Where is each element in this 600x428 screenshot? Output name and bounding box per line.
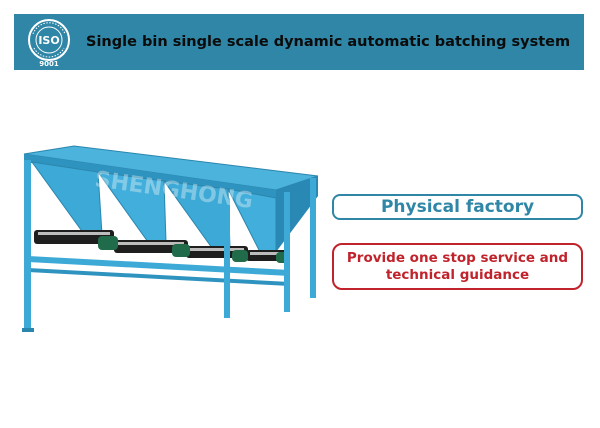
service-guidance-label: Provide one stop service and technical g… bbox=[346, 249, 569, 283]
page-title: Single bin single scale dynamic automati… bbox=[86, 34, 571, 50]
iso-logo-text: ISO bbox=[38, 34, 59, 47]
iso-number-text: 9001 bbox=[39, 60, 59, 67]
header-bar: ISO 9001 Single bin single scale dynamic… bbox=[14, 14, 584, 70]
iso-9001-badge-icon: ISO 9001 bbox=[28, 19, 70, 67]
physical-factory-label: Physical factory bbox=[380, 197, 535, 217]
physical-factory-box: Physical factory bbox=[332, 194, 583, 220]
batching-machine-illustration: SHENGHONG bbox=[22, 145, 319, 332]
service-guidance-box: Provide one stop service and technical g… bbox=[332, 243, 583, 290]
